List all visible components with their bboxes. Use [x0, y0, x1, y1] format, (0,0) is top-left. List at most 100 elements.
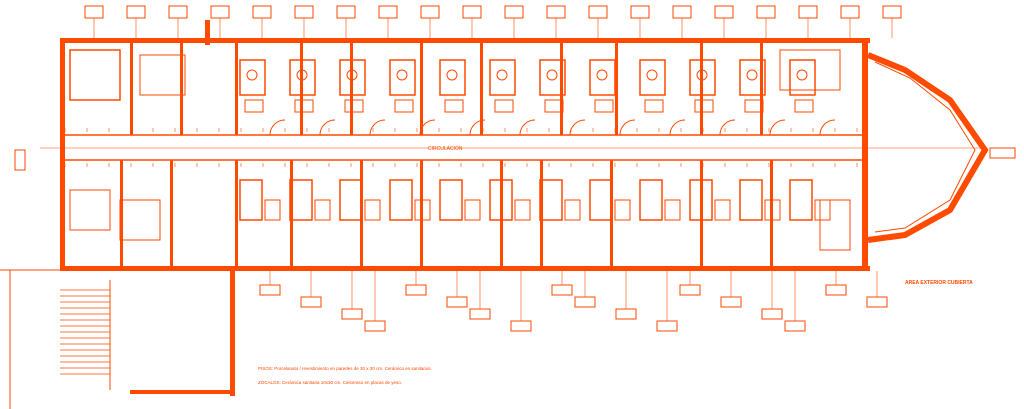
- room-tag: [761, 308, 783, 320]
- room-partition: [420, 43, 423, 135]
- north-tag: [989, 147, 1016, 159]
- axis-tag: [14, 149, 26, 171]
- bathroom-fixture: [289, 59, 316, 96]
- room-tag: [866, 296, 888, 308]
- dining-table: [819, 199, 851, 251]
- room-tag: [720, 296, 742, 308]
- bed: [389, 179, 413, 221]
- door-swing: [469, 119, 486, 136]
- room-partition: [560, 43, 563, 135]
- nightstand: [464, 199, 481, 221]
- sink: [294, 99, 314, 113]
- room-tag: [210, 5, 230, 19]
- toilet: [546, 69, 558, 81]
- room-partition: [180, 43, 183, 135]
- nightstand: [414, 199, 431, 221]
- room-tag: [469, 308, 491, 320]
- bathroom-fixture: [639, 59, 666, 96]
- room-partition: [420, 160, 423, 266]
- sink: [244, 99, 264, 113]
- sink: [744, 99, 764, 113]
- wall: [205, 20, 210, 45]
- room-partition: [615, 43, 618, 135]
- room-partition: [130, 43, 133, 135]
- room-tag: [168, 5, 188, 19]
- stair-core: [69, 49, 121, 101]
- room-tag: [840, 5, 860, 19]
- door-swing: [719, 119, 736, 136]
- bathroom-fixture: [439, 59, 466, 96]
- elevator: [139, 54, 186, 96]
- toilet: [746, 69, 758, 81]
- nightstand: [664, 199, 681, 221]
- bathroom-fixture: [689, 59, 716, 96]
- bay-window: [866, 52, 989, 243]
- room-tag: [510, 320, 532, 332]
- room-tag: [378, 5, 398, 19]
- room-partition: [120, 160, 123, 266]
- room-partition: [235, 160, 238, 266]
- bed: [789, 179, 813, 221]
- room-partition: [290, 160, 293, 266]
- south-wall: [60, 266, 870, 271]
- nightstand: [564, 199, 581, 221]
- bathroom-fixture: [589, 59, 616, 96]
- room-tag: [336, 5, 356, 19]
- door-swing: [669, 119, 686, 136]
- nightstand: [264, 199, 281, 221]
- door-swing: [269, 119, 286, 136]
- bed: [589, 179, 613, 221]
- room-tag: [882, 5, 902, 19]
- room-tag: [656, 320, 678, 332]
- door-swing: [519, 119, 536, 136]
- bed: [439, 179, 463, 221]
- room-partition: [170, 160, 173, 266]
- nightstand: [514, 199, 531, 221]
- nightstand: [614, 199, 631, 221]
- room-partition: [350, 43, 353, 135]
- toilet: [396, 69, 408, 81]
- annex-wall: [130, 390, 235, 394]
- bathroom-fixture: [489, 59, 516, 96]
- toilet: [796, 69, 808, 81]
- room-tag: [798, 5, 818, 19]
- room-tag: [672, 5, 692, 19]
- bed: [689, 179, 713, 221]
- sink: [394, 99, 414, 113]
- east-wall: [862, 38, 868, 271]
- sink: [644, 99, 664, 113]
- corridor-label: CIRCULACIÓN: [428, 146, 463, 152]
- sink: [544, 99, 564, 113]
- bathroom-fixture: [789, 59, 816, 96]
- room-partition: [760, 43, 763, 135]
- room-partition: [300, 43, 303, 135]
- bathroom-fixture: [739, 59, 766, 96]
- bed: [739, 179, 763, 221]
- bed: [489, 179, 513, 221]
- west-wall: [60, 38, 65, 271]
- nightstand: [814, 199, 831, 221]
- toilet: [246, 69, 258, 81]
- sink: [694, 99, 714, 113]
- sink: [444, 99, 464, 113]
- room-tag: [714, 5, 734, 19]
- sink: [344, 99, 364, 113]
- room-partition: [480, 43, 483, 135]
- room-tag: [551, 284, 573, 296]
- sink: [594, 99, 614, 113]
- room-tag: [252, 5, 272, 19]
- toilet: [296, 69, 308, 81]
- bay-window-inner: [874, 61, 976, 233]
- exterior-annex-note: AREA EXTERIOR CUBIERTA: [905, 280, 973, 286]
- room-tag: [630, 5, 650, 19]
- room-tag: [679, 284, 701, 296]
- room-tag: [300, 296, 322, 308]
- table: [69, 189, 111, 231]
- room-partition: [540, 160, 543, 266]
- room-partition: [770, 160, 773, 266]
- room-tag: [446, 296, 468, 308]
- room-tag: [756, 5, 776, 19]
- room-tag: [504, 5, 524, 19]
- room-tag: [364, 320, 386, 332]
